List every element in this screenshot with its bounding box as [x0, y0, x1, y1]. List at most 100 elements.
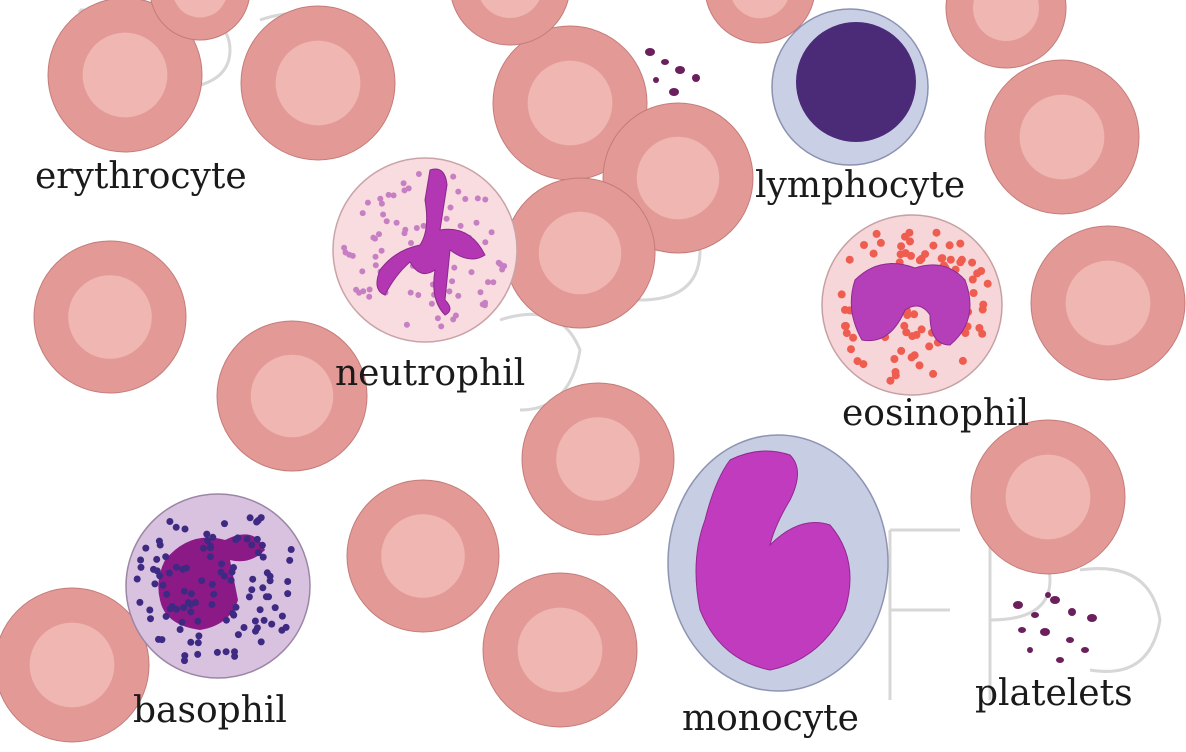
neutrophil-granule: [373, 254, 379, 260]
neutrophil-granule: [446, 288, 452, 294]
basophil-granule: [138, 564, 145, 571]
eosinophil-granule: [892, 368, 900, 376]
basophil-granule: [157, 542, 164, 549]
eosinophil-granule: [975, 324, 983, 332]
eosinophil-granule: [938, 254, 946, 262]
eosinophil-granule: [908, 332, 916, 340]
basophil-granule: [235, 631, 242, 638]
eosinophil-granule: [838, 290, 846, 298]
basophil-granule: [163, 613, 170, 620]
basophil-granule: [214, 649, 221, 656]
label-platelets: platelets: [975, 673, 1133, 714]
neutrophil-granule: [394, 220, 400, 226]
eosinophil-granule: [886, 377, 894, 385]
basophil-granule: [183, 565, 190, 572]
basophil-granule: [162, 553, 169, 560]
basophil-granule: [260, 554, 267, 561]
basophil-granule: [233, 604, 240, 611]
neutrophil-granule: [455, 189, 461, 195]
neutrophil-granule: [449, 278, 455, 284]
basophil-granule: [187, 608, 194, 615]
erythrocyte-center: [528, 61, 613, 146]
eosinophil-granule: [870, 250, 878, 258]
eosinophil-granule: [969, 276, 977, 284]
basophil-granule: [254, 536, 261, 543]
basophil-granule: [284, 578, 291, 585]
neutrophil-granule: [435, 315, 441, 321]
neutrophil-granule: [453, 313, 459, 319]
neutrophil-granule: [450, 174, 456, 180]
eosinophil-granule: [970, 289, 978, 297]
eosinophil-granule: [842, 322, 850, 330]
basophil-granule: [279, 613, 286, 620]
eosinophil-granule: [916, 256, 924, 264]
basophil-granule: [244, 536, 251, 543]
neutrophil-granule: [404, 322, 410, 328]
basophil-granule: [173, 524, 180, 531]
eosinophil-granule: [846, 256, 854, 264]
basophil-granule: [147, 615, 154, 622]
basophil-granule: [146, 607, 153, 614]
basophil-granule: [241, 624, 248, 631]
basophil-granule: [248, 586, 255, 593]
erythrocyte-center: [1020, 95, 1105, 180]
eosinophil-granule: [873, 230, 881, 238]
erythrocyte-center: [381, 514, 465, 598]
basophil-granule: [231, 653, 238, 660]
basophil-granule: [137, 557, 144, 564]
basophil-granule: [230, 612, 237, 619]
label-neutrophil: neutrophil: [335, 353, 525, 394]
neutrophil-granule: [416, 171, 422, 177]
basophil-granule: [221, 520, 228, 527]
erythrocyte-center: [637, 137, 720, 220]
erythrocyte-center: [83, 33, 168, 118]
basophil-granule: [252, 618, 259, 625]
neutrophil-granule: [462, 196, 468, 202]
neutrophil-granule: [379, 248, 385, 254]
neutrophil-granule: [448, 205, 454, 211]
eosinophil-granule: [841, 306, 849, 314]
basophil-granule: [185, 599, 192, 606]
neutrophil-cell: [333, 158, 517, 342]
neutrophil-granule: [451, 265, 457, 271]
eosinophil-granule: [933, 229, 941, 237]
basophil-granule: [166, 518, 173, 525]
basophil-granule: [265, 593, 272, 600]
neutrophil-granule: [444, 216, 450, 222]
basophil-granule: [259, 584, 266, 591]
basophil-granule: [155, 636, 162, 643]
basophil-granule: [284, 590, 291, 597]
neutrophil-granule: [365, 200, 371, 206]
platelet-cluster-top: [645, 48, 700, 96]
neutrophil-granule: [402, 227, 408, 233]
erythrocyte-center: [1066, 261, 1151, 346]
basophil-granule: [267, 577, 274, 584]
eosinophil-granule: [849, 334, 857, 342]
basophil-granule: [228, 577, 235, 584]
basophil-granule: [257, 606, 264, 613]
neutrophil-granule: [489, 229, 495, 235]
lymphocyte-cell: [772, 9, 928, 165]
neutrophil-granule: [353, 287, 359, 293]
basophil-granule: [195, 632, 202, 639]
basophil-granule: [177, 626, 184, 633]
basophil-granule: [223, 617, 230, 624]
erythrocyte-center: [30, 623, 115, 708]
eosinophil-granule: [860, 241, 868, 249]
neutrophil-granule: [373, 262, 379, 268]
eosinophil-granule: [847, 345, 855, 353]
neutrophil-granule: [474, 220, 480, 226]
label-basophil: basophil: [133, 690, 287, 731]
basophil-granule: [221, 573, 228, 580]
neutrophil-granule: [370, 235, 376, 241]
neutrophil-granule: [408, 240, 414, 246]
neutrophil-granule: [380, 212, 386, 218]
neutrophil-granule: [490, 279, 496, 285]
eosinophil-granule: [910, 310, 918, 318]
eosinophil-granule: [959, 357, 967, 365]
basophil-cell: [126, 494, 310, 678]
neutrophil-granule: [478, 289, 484, 295]
neutrophil-granule: [391, 192, 397, 198]
basophil-granule: [207, 553, 214, 560]
basophil-granule: [218, 560, 225, 567]
